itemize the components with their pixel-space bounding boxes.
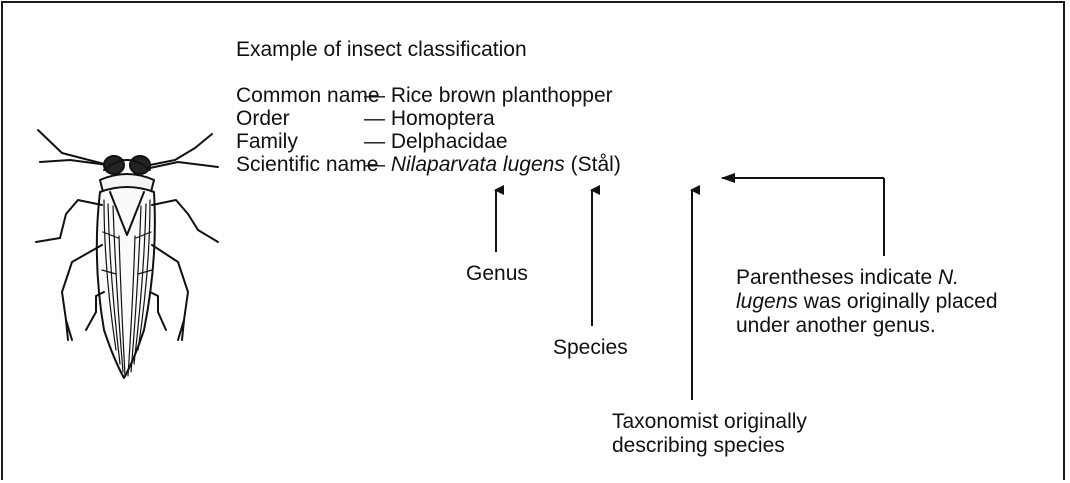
genus-label: Genus bbox=[466, 262, 528, 286]
species-label: Species bbox=[553, 336, 628, 360]
parentheses-note-line2: lugens was originally placed bbox=[736, 290, 998, 314]
parentheses-note-species: lugens bbox=[736, 290, 798, 313]
parentheses-note-line3: under another genus. bbox=[736, 314, 936, 338]
parentheses-note-text: Parentheses indicate bbox=[736, 266, 938, 289]
taxonomist-label-line1: Taxonomist originally bbox=[612, 410, 807, 434]
parentheses-note-line1: Parentheses indicate N. bbox=[736, 266, 959, 290]
parentheses-note-text: was originally placed bbox=[798, 290, 998, 313]
taxonomist-label-line2: describing species bbox=[612, 434, 785, 458]
parentheses-note-genus: N. bbox=[938, 266, 959, 289]
